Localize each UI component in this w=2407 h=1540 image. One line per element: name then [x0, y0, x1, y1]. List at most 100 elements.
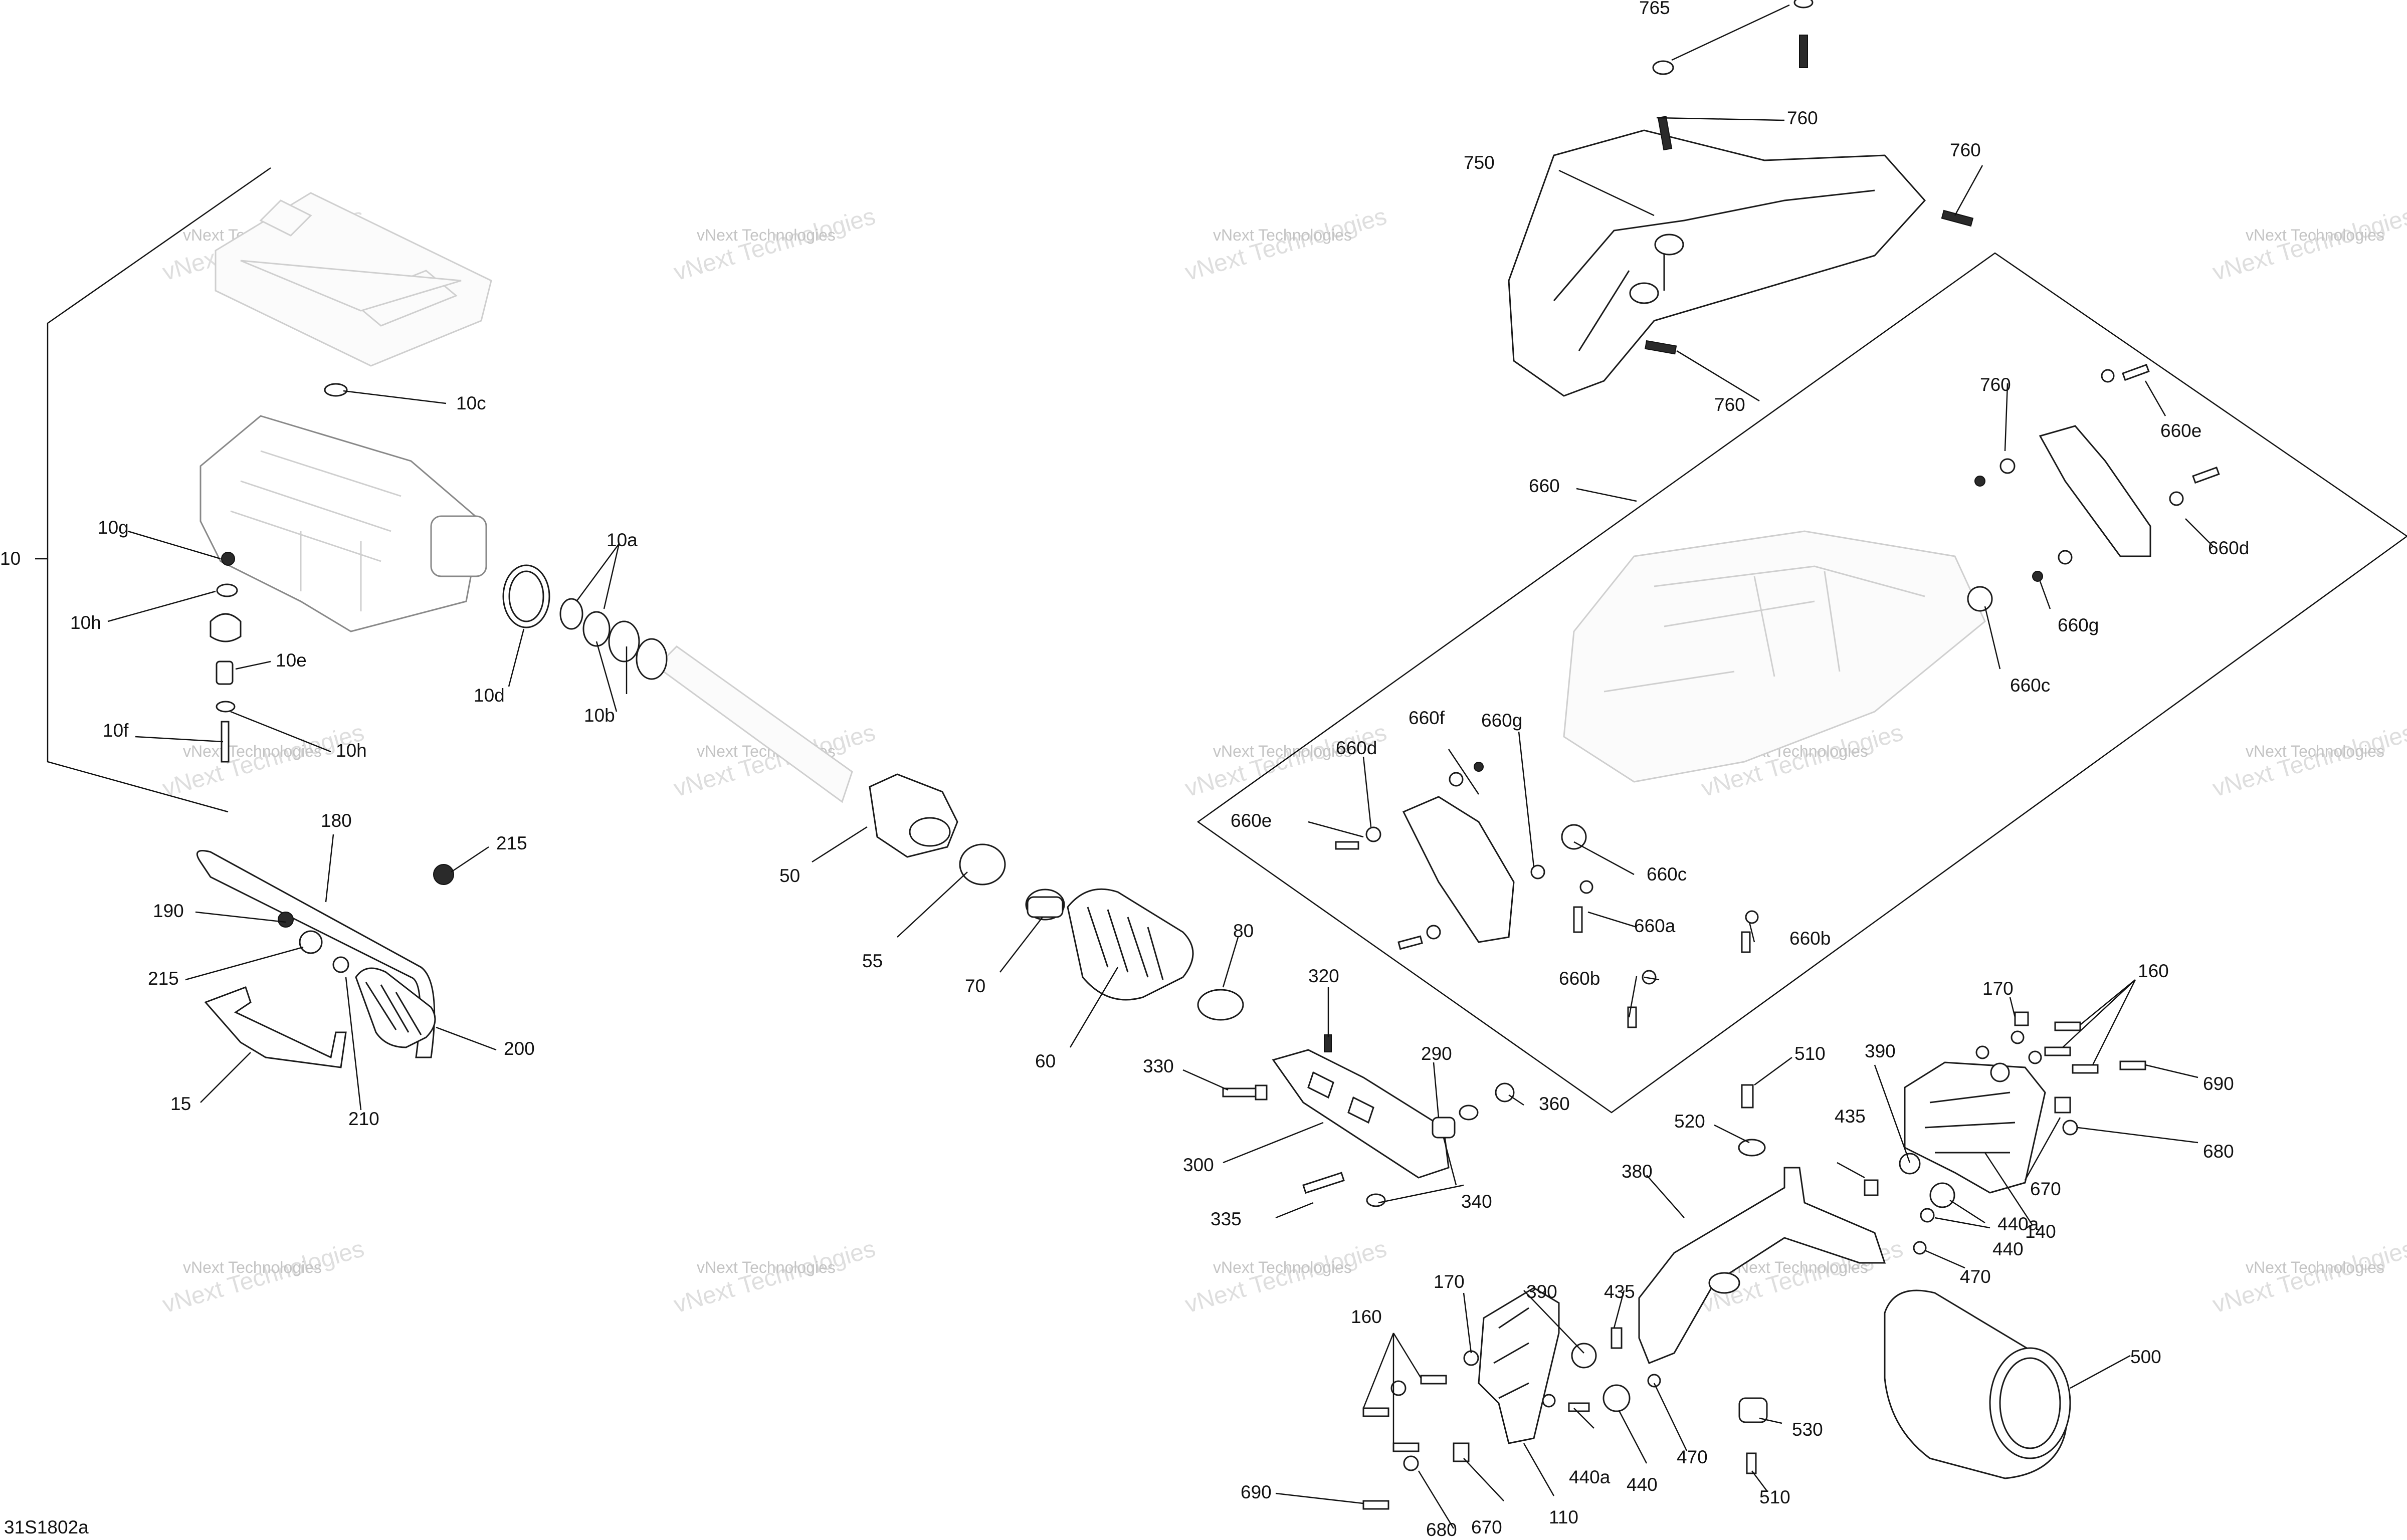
- hatch-fasteners-660: [1335, 363, 2220, 1028]
- intermediate-housing-cover: [215, 192, 492, 367]
- nozzle-support-110: [1478, 1287, 1560, 1444]
- callout-label: 330: [1143, 1056, 1174, 1076]
- callout-label: 440a: [1569, 1467, 1611, 1487]
- callout-label: 760: [1714, 394, 1745, 415]
- callout-label: 80: [1233, 921, 1254, 941]
- fitting-215-lower: [299, 930, 323, 954]
- watermark: vNext Technologies: [183, 742, 322, 760]
- callout-label: 530: [1792, 1419, 1823, 1440]
- watermark: vNext Technologies: [2210, 1235, 2407, 1318]
- callout-label: 660e: [1231, 810, 1272, 831]
- callout-label: 520: [1674, 1111, 1705, 1132]
- link-300: [1272, 1049, 1450, 1179]
- watermark: vNext Technologies: [697, 226, 836, 244]
- callout-label: 60: [1035, 1051, 1056, 1071]
- boot-ring-70: [1025, 889, 1065, 921]
- drawing-code: 31S1802a: [4, 1517, 89, 1537]
- washers-340: [1366, 1105, 1479, 1207]
- callout-label: 660e: [2160, 420, 2201, 441]
- washer-10h-lower: [216, 701, 236, 713]
- clamp-55: [959, 843, 1006, 886]
- drive-shaft: [655, 645, 853, 803]
- callout-label: 500: [2130, 1347, 2161, 1367]
- seal-10c: [324, 383, 348, 397]
- callout-label: 440a: [1997, 1214, 2039, 1234]
- callout-label: 660d: [2208, 538, 2249, 558]
- venturi-140: [1904, 1061, 2046, 1194]
- callout-label: 320: [1308, 966, 1339, 986]
- impeller-coupling-50: [869, 773, 958, 858]
- callout-label: 390: [1865, 1041, 1896, 1061]
- callout-label: 690: [1241, 1482, 1272, 1502]
- watermark: vNext Technologies: [1729, 1258, 1868, 1276]
- watermark: vNext Technologies: [697, 1258, 836, 1276]
- callout-label: 10d: [474, 685, 505, 706]
- boot-60: [1067, 888, 1194, 1001]
- group-660-frame: [1196, 252, 2407, 1114]
- callout-label: 300: [1183, 1155, 1214, 1175]
- fitting-215: [433, 864, 454, 885]
- hatch-plate-660: [1402, 425, 2151, 943]
- top-cover-750: [1508, 129, 1926, 397]
- callout-label: 10e: [276, 650, 307, 671]
- callout-label: 440: [1992, 1239, 2024, 1259]
- callout-label: 50: [779, 865, 800, 886]
- callout-label: 110: [1549, 1507, 1578, 1527]
- callout-label: 360: [1539, 1093, 1570, 1114]
- callout-label: 765: [1639, 0, 1670, 18]
- callout-label: 15: [170, 1093, 191, 1114]
- callout-label: 660: [1529, 476, 1560, 496]
- gasket-10d: [502, 564, 550, 628]
- washer-10h: [216, 583, 238, 597]
- leader-lines: [35, 4, 2214, 1529]
- callout-label: 140: [2025, 1221, 2056, 1242]
- bracket-15: [204, 986, 347, 1068]
- watermark: vNext Technologies: [183, 1258, 322, 1276]
- callout-label: 380: [1622, 1161, 1653, 1182]
- callout-label: 660c: [2010, 675, 2050, 696]
- callout-label: 215: [148, 968, 179, 989]
- callout-label: 170: [1982, 978, 2014, 999]
- callout-label: 210: [348, 1109, 379, 1129]
- callout-label: 435: [1604, 1281, 1635, 1302]
- callout-label: 170: [1434, 1271, 1465, 1292]
- callout-label: 660g: [1481, 710, 1522, 731]
- callout-label: 10c: [456, 393, 486, 413]
- watermark: vNext Technologies: [2246, 1258, 2384, 1276]
- callout-label: 290: [1421, 1043, 1452, 1064]
- watermark: vNext Technologies: [671, 203, 878, 286]
- callout-label: 10a: [607, 530, 638, 550]
- plug-190: [278, 912, 294, 928]
- callout-label: 760: [1980, 374, 2011, 395]
- callout-label: 180: [321, 810, 352, 831]
- callout-label: 335: [1211, 1209, 1242, 1229]
- callout-label: 10h: [336, 740, 367, 761]
- steering-bracket-380: [1638, 1167, 1886, 1364]
- callout-label: 660b: [1789, 928, 1831, 949]
- watermark: vNext Technologies: [2210, 203, 2407, 286]
- watermark: vNext Technologies: [1182, 203, 1389, 286]
- group-10-bracket: [47, 167, 271, 813]
- callout-label: 440: [1627, 1474, 1658, 1495]
- callout-label: 760: [1787, 108, 1818, 128]
- small-hardware: [1362, 1011, 2146, 1510]
- callout-label: 660b: [1559, 968, 1600, 989]
- bolts-760: [1645, 35, 1974, 355]
- callout-label: 10f: [103, 720, 129, 741]
- watermark: vNext Technologies: [2210, 719, 2407, 802]
- callout-label: 10: [0, 548, 21, 569]
- callout-label: 660g: [2058, 615, 2099, 635]
- group-frames: [47, 167, 2407, 1114]
- screw-320: [1324, 1034, 1332, 1052]
- callout-label: 760: [1950, 140, 1981, 160]
- callout-label: 160: [1351, 1306, 1382, 1327]
- callout-label: 390: [1526, 1281, 1557, 1302]
- jet-pump-housing: [1563, 530, 1986, 783]
- watermark: vNext Technologies: [671, 1235, 878, 1318]
- callout-label: 10h: [70, 612, 101, 633]
- callout-label: 470: [1960, 1266, 1991, 1287]
- nut-10g: [221, 552, 235, 566]
- watermark: vNext Technologies: [159, 1235, 367, 1318]
